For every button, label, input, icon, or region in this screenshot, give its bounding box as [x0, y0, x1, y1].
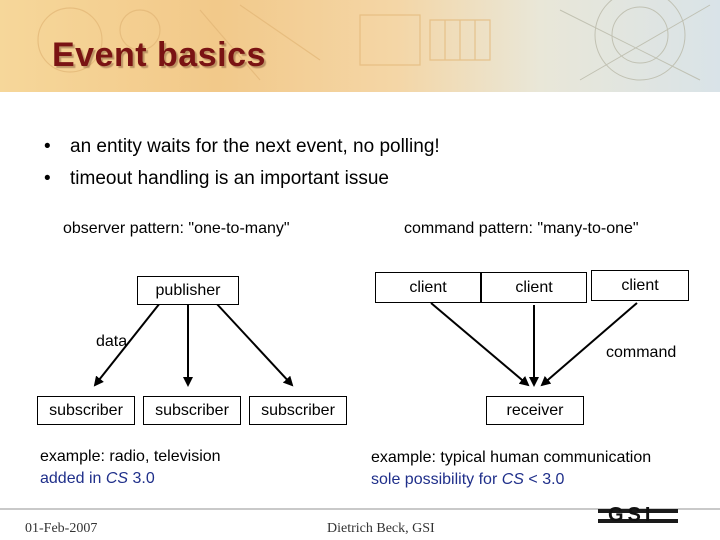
command-label: command — [606, 344, 677, 361]
observer-heading: observer pattern: "one-to-many" — [63, 220, 290, 237]
bullet-text: timeout handling is an important issue — [70, 168, 389, 189]
bullet-list: • an entity waits for the next event, no … — [44, 131, 440, 195]
publisher-box: publisher — [137, 276, 239, 305]
bullet-dot-icon: • — [44, 168, 51, 189]
bullet-item: • an entity waits for the next event, no … — [44, 131, 440, 163]
bullet-dot-icon: • — [44, 136, 51, 157]
sole-cs: CS — [501, 471, 524, 488]
subscriber-box-3: subscriber — [249, 396, 347, 425]
slide-title: Event basics — [52, 36, 266, 74]
arrow-client-receiver-3 — [540, 302, 638, 387]
subscriber-box-1: subscriber — [37, 396, 135, 425]
client-box-1: client — [375, 272, 481, 303]
observer-added-note: added in CS 3.0 — [40, 470, 155, 488]
client-box-2: client — [481, 272, 587, 303]
arrow-client-receiver-1 — [430, 302, 530, 387]
sole-prefix: sole possibility for — [371, 471, 502, 488]
receiver-box: receiver — [486, 396, 584, 425]
footer-author: Dietrich Beck, GSI — [327, 521, 435, 536]
added-prefix: added in — [40, 470, 106, 487]
footer-date: 01-Feb-2007 — [25, 521, 98, 536]
subscriber-box-2: subscriber — [143, 396, 241, 425]
arrow-publisher-subscriber-1 — [93, 302, 161, 387]
gsi-logo: GSI — [598, 503, 678, 532]
bullet-item: • timeout handling is an important issue — [44, 163, 440, 195]
data-label: data — [96, 333, 128, 350]
gsi-logo-icon — [598, 509, 678, 523]
bullet-text: an entity waits for the next event, no p… — [70, 136, 440, 157]
sole-suffix: < 3.0 — [523, 471, 565, 488]
added-cs: CS — [105, 470, 129, 487]
command-example: example: typical human communication — [371, 449, 652, 466]
banner-decoration — [37, 0, 711, 81]
observer-example: example: radio, television — [40, 448, 221, 465]
client-box-3: client — [591, 270, 689, 301]
arrow-publisher-subscriber-3 — [215, 302, 294, 387]
gsi-logo-text: GSI — [608, 504, 655, 526]
command-sole-note: sole possibility for CS < 3.0 — [371, 471, 564, 489]
header-banner: Event basics — [0, 0, 720, 92]
added-suffix: 3.0 — [128, 470, 155, 487]
footer-rule — [0, 508, 720, 510]
command-heading: command pattern: "many-to-one" — [404, 220, 639, 237]
